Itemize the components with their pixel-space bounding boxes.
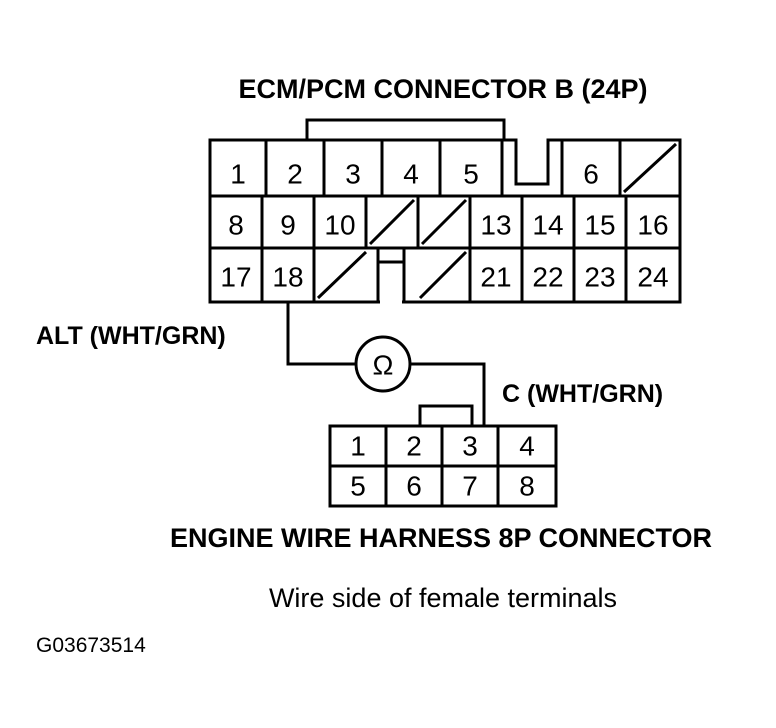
ecm-key-notch-top (502, 138, 562, 186)
ohmmeter-symbol: Ω (373, 350, 394, 381)
ecm-pin-label: 21 (480, 262, 511, 293)
ecm-pin-label: 1 (230, 159, 246, 190)
ecm-pin-label: 10 (324, 210, 355, 241)
harness-pin-label: 7 (462, 471, 478, 502)
ecm-pin-label: 17 (220, 262, 251, 293)
ecm-connector-title: ECM/PCM CONNECTOR B (24P) (238, 74, 647, 104)
alt-wire-label: ALT (WHT/GRN) (36, 322, 226, 350)
harness-pin-label: 8 (519, 471, 535, 502)
ecm-pin-label: 15 (584, 210, 615, 241)
ecm-connector: 1 2 3 4 5 6 8 9 10 13 14 15 16 17 18 21 … (208, 118, 682, 304)
harness-connector: 1 2 3 4 5 6 7 8 (328, 404, 558, 508)
ecm-pin-label: 18 (272, 262, 303, 293)
harness-pin-cell-8 (496, 464, 558, 508)
ecm-blank-slash-r3a (316, 250, 368, 300)
harness-pin-label: 5 (350, 471, 366, 502)
ecm-pin-label: 22 (532, 262, 563, 293)
harness-pin-label: 1 (350, 431, 366, 462)
harness-pin-cell-2 (384, 424, 444, 468)
ecm-pin-label: 2 (287, 159, 303, 190)
ecm-pin-label: 14 (532, 210, 563, 241)
ecm-pin-label: 24 (637, 262, 668, 293)
ecm-pin-cell-24 (624, 246, 682, 304)
ecm-blank-slash-r2b (420, 198, 468, 246)
ecm-pin-label: 4 (403, 159, 419, 190)
figure-code: G03673514 (36, 634, 146, 657)
ecm-pin-label: 5 (463, 159, 479, 190)
harness-pin-label: 2 (406, 431, 422, 462)
harness-connector-title: ENGINE WIRE HARNESS 8P CONNECTOR (170, 523, 712, 553)
wire-c (410, 362, 486, 426)
ecm-pin-cell-16 (624, 194, 682, 250)
diagram-caption: Wire side of female terminals (269, 583, 617, 613)
ecm-pin-cell-22 (520, 246, 576, 304)
ecm-notch-gap (380, 264, 402, 304)
ecm-blank-slash-r2a (368, 198, 416, 246)
ecm-blank-slash-r3b (418, 250, 468, 300)
harness-pin-cell-5 (328, 464, 388, 508)
ecm-pin-label: 6 (583, 159, 599, 190)
ecm-pin-cell-21 (468, 246, 524, 304)
harness-pin-label: 6 (406, 471, 422, 502)
ecm-pin-label: 23 (584, 262, 615, 293)
ecm-notch-line (376, 260, 406, 302)
c-wire-label: C (WHT/GRN) (502, 380, 663, 408)
ecm-pin-label: 9 (280, 210, 296, 241)
ecm-pin-label: 16 (637, 210, 668, 241)
harness-lock-tab (418, 404, 474, 426)
wire-alt (286, 302, 356, 366)
ecm-pin-label: 3 (345, 159, 361, 190)
ecm-lock-tab (305, 118, 506, 140)
ecm-pin-label: 8 (228, 210, 244, 241)
ecm-blank-slash-r1 (622, 142, 678, 194)
test-wiring: Ω (286, 302, 486, 426)
harness-pin-cell-6 (384, 464, 444, 508)
harness-pin-label: 3 (462, 431, 478, 462)
harness-pin-label: 4 (519, 431, 535, 462)
ecm-pin-label: 13 (480, 210, 511, 241)
ecm-pin-cell-23 (572, 246, 628, 304)
